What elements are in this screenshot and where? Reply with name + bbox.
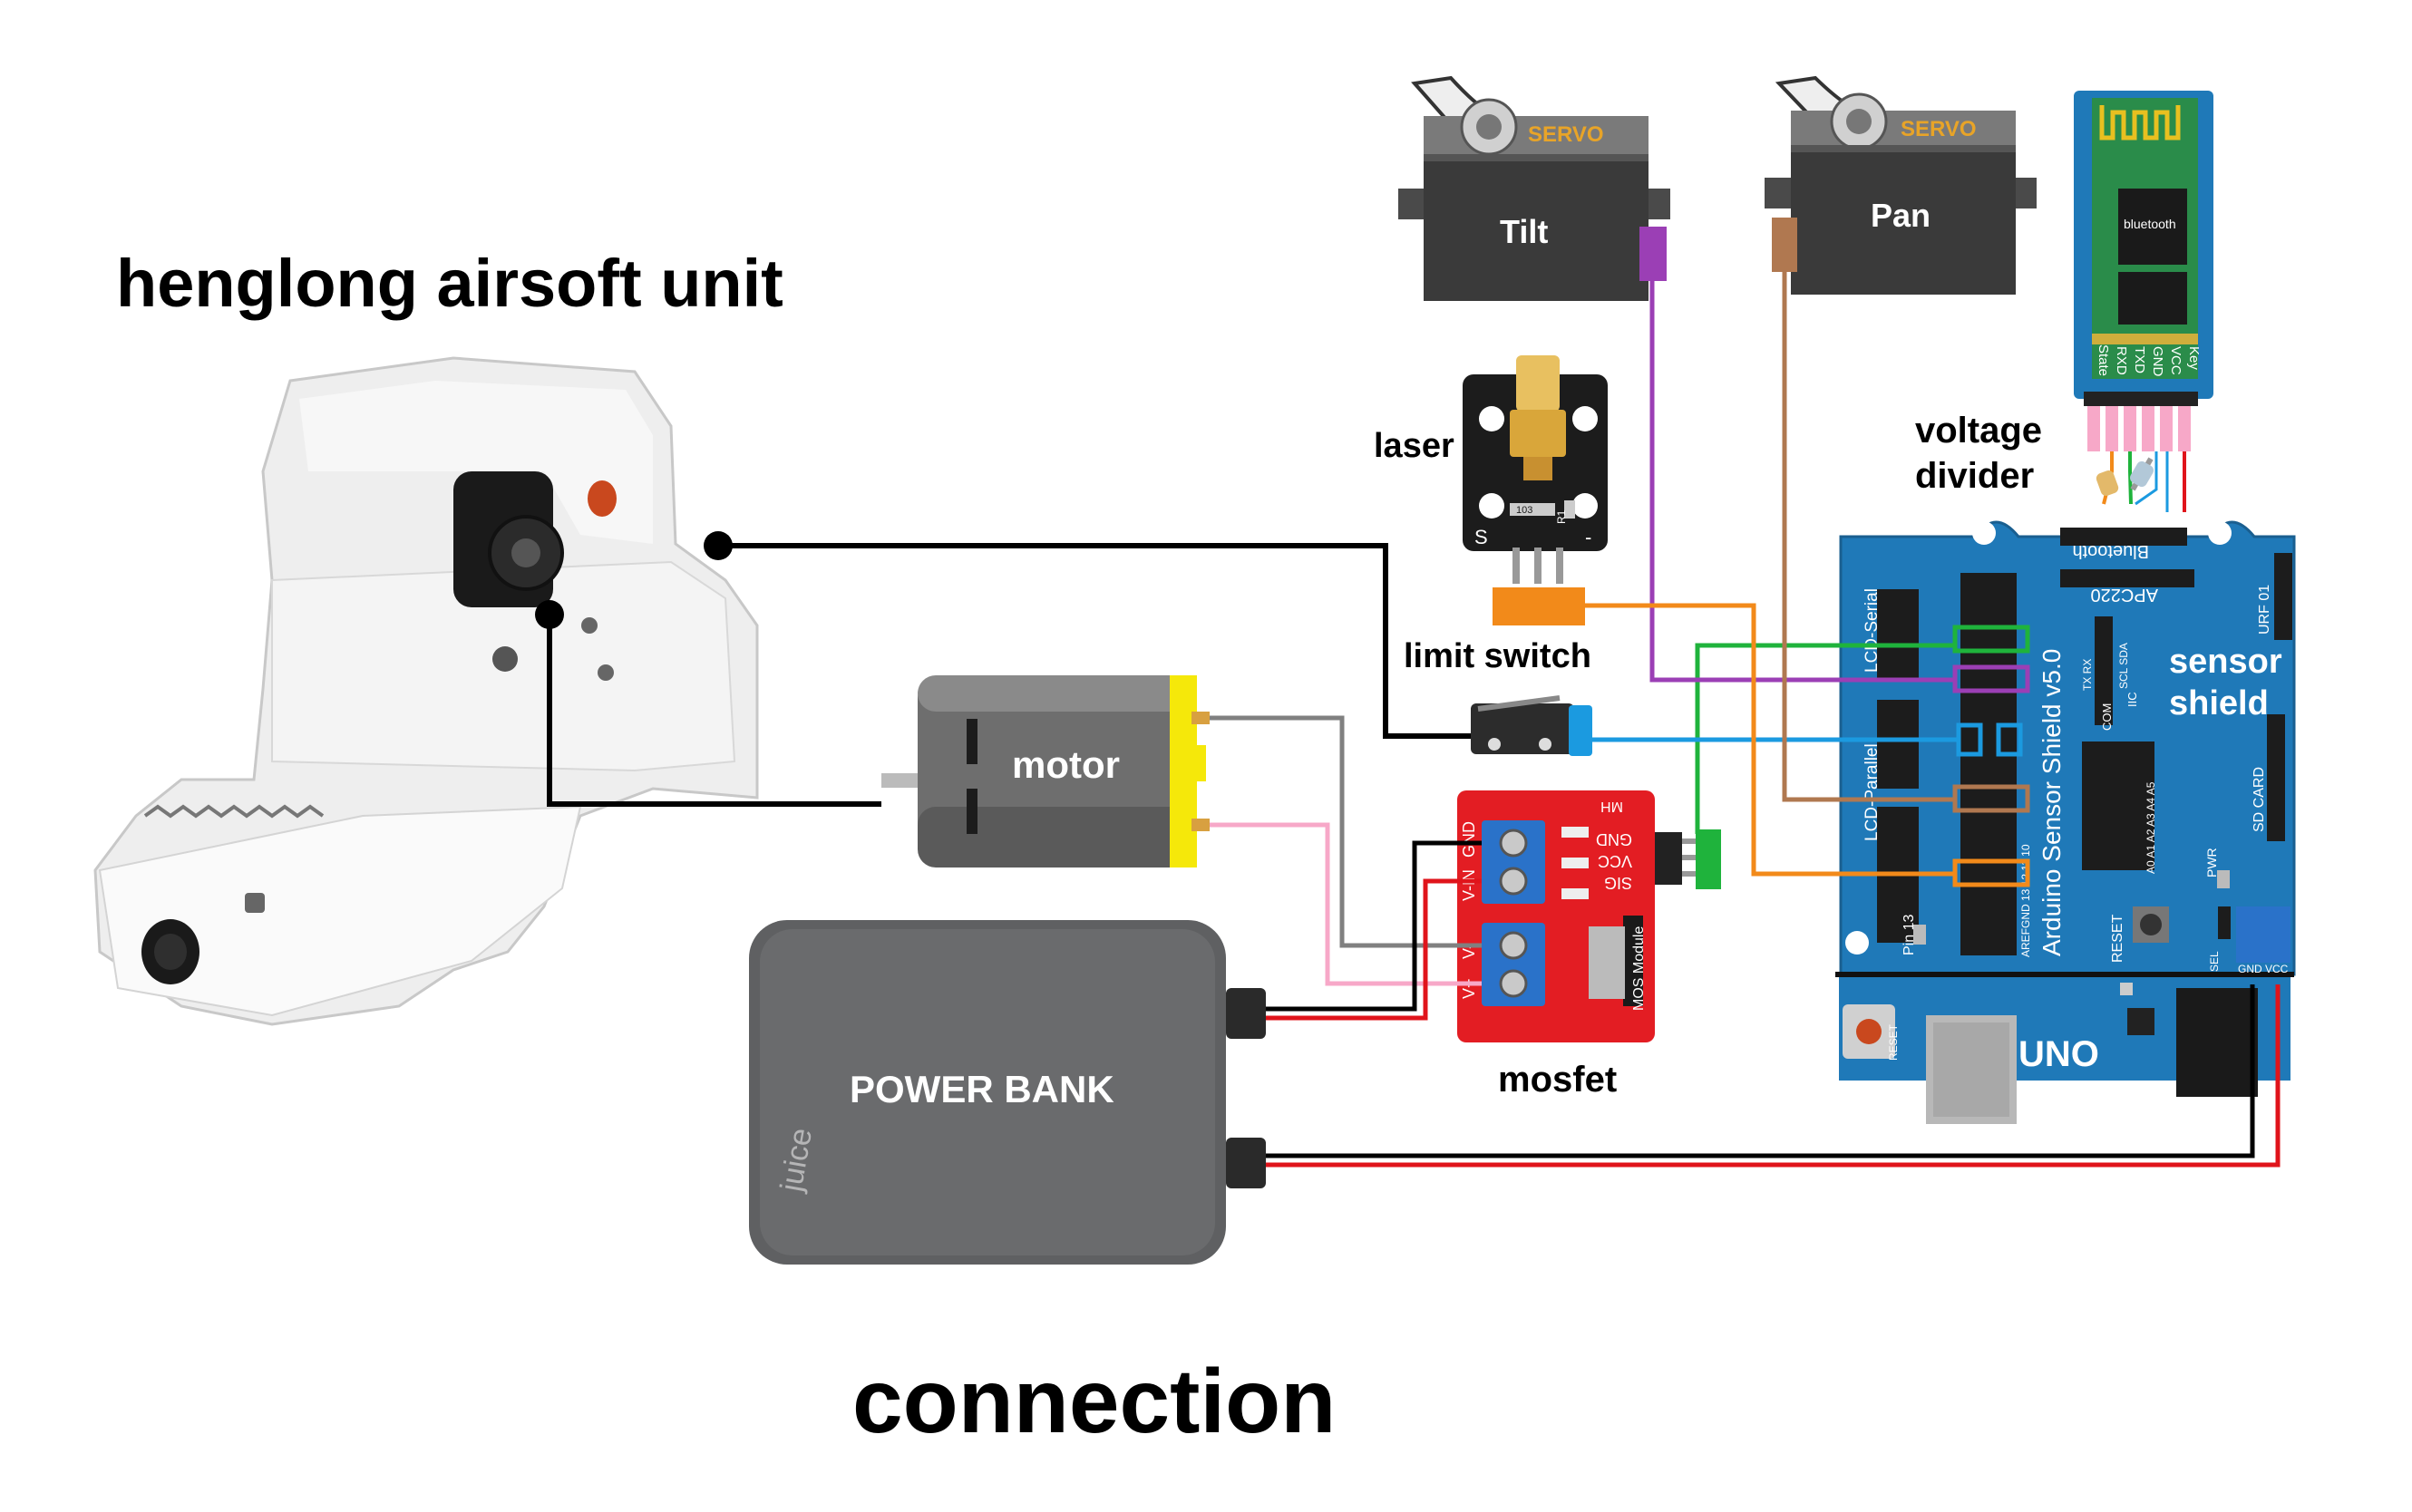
- laser-pin-s: S: [1474, 526, 1488, 548]
- shield-analog: A0 A1 A2 A3 A4 A5: [2145, 781, 2157, 874]
- limit-switch-icon: [1471, 695, 1592, 756]
- wire-junction-dot: [704, 531, 733, 560]
- bt-pin-vcc: VCC: [2168, 346, 2183, 375]
- servo-pan-brand: SERVO: [1901, 117, 1977, 141]
- dc-motor-icon: [881, 675, 1210, 867]
- shield-iic: IIC: [2125, 692, 2139, 707]
- motor-label: motor: [1012, 743, 1120, 786]
- mosfet-pin-gnd: GND: [1596, 830, 1632, 848]
- shield-tx-rx: TX RX: [2081, 659, 2094, 691]
- shield-scl-sda: SCL SDA: [2117, 643, 2130, 689]
- bt-pin-txd: TXD: [2132, 346, 2147, 373]
- power-bank-label: POWER BANK: [850, 1068, 1114, 1110]
- shield-gnd-vcc: GND VCC: [2238, 963, 2289, 975]
- caption: connection: [852, 1351, 1336, 1452]
- servo-tilt-brand: SERVO: [1528, 122, 1604, 147]
- voltage-divider-label-2: divider: [1915, 456, 2034, 496]
- sensor-shield-label-2: shield: [2169, 684, 2269, 722]
- shield-pin13: Pin 13: [1901, 915, 1917, 955]
- laser-part-r1: R1: [1555, 509, 1568, 524]
- shield-name: Arduino Sensor Shield v5.0: [2038, 649, 2066, 956]
- sensor-shield-label-1: sensor: [2169, 643, 2282, 681]
- mosfet-label: mosfet: [1498, 1060, 1617, 1100]
- mosfet-pin-vcc: VCC: [1598, 852, 1632, 870]
- wires: [535, 272, 2281, 1168]
- servo-tilt-label: Tilt: [1500, 213, 1548, 250]
- bt-pin-key: Key: [2186, 346, 2202, 370]
- mosfet-module-text: MOS Module: [1631, 926, 1647, 1011]
- laser-part-103: 103: [1516, 505, 1532, 516]
- bluetooth-module-icon: [2074, 91, 2213, 451]
- shield-pwr: PWR: [2204, 848, 2219, 877]
- wire-junction-dot: [535, 600, 564, 629]
- shield-sel: SEL: [2208, 951, 2221, 972]
- shield-urf01: URF 01: [2257, 585, 2272, 635]
- mosfet-pin-sig: SIG: [1604, 874, 1632, 892]
- shield-sd-card: SD CARD: [2252, 767, 2267, 832]
- shield-lcd-serial: LCD-Serial: [1862, 588, 1882, 673]
- shield-com: COM: [2100, 703, 2114, 731]
- shield-lcd-parallel: LCD-Parallel: [1862, 743, 1882, 841]
- arduino-board-icon: [1835, 520, 2296, 1124]
- mosfet-module-icon: [1457, 790, 1721, 1042]
- shield-reset: RESET: [2110, 914, 2125, 963]
- shield-bluetooth-header: Bluetooth: [2072, 541, 2149, 561]
- laser-module-icon: [1463, 355, 1608, 625]
- shield-apc220: APC220: [2091, 585, 2159, 605]
- mosfet-term-gnd: GND: [1460, 821, 1478, 858]
- limit-switch-label: limit switch: [1404, 637, 1591, 675]
- voltage-divider-label-1: voltage: [1915, 411, 2042, 451]
- bluetooth-chip-label: bluetooth: [2124, 217, 2176, 231]
- airsoft-gearbox-icon: [93, 356, 759, 1026]
- bt-pin-gnd: GND: [2150, 346, 2165, 377]
- bt-pin-state: State: [2096, 344, 2111, 376]
- uno-reset: RESET: [1887, 1023, 1900, 1061]
- uno-label: UNO: [2018, 1034, 2099, 1074]
- voltage-divider-resistors: [2096, 451, 2158, 506]
- servo-icon: [1398, 75, 2037, 301]
- laser-pin-minus: -: [1585, 526, 1591, 548]
- servo-pan-label: Pan: [1871, 197, 1931, 234]
- mosfet-term-vin: V-IN: [1460, 869, 1478, 901]
- airsoft-unit-label: henglong airsoft unit: [116, 246, 783, 321]
- power-bank-icon: [749, 920, 1266, 1265]
- mosfet-brand: MH: [1600, 799, 1623, 814]
- bluetooth-pin-labels: State RXD TXD GND VCC Key: [2096, 344, 2202, 377]
- bt-pin-rxd: RXD: [2114, 346, 2129, 375]
- laser-label: laser: [1374, 427, 1454, 465]
